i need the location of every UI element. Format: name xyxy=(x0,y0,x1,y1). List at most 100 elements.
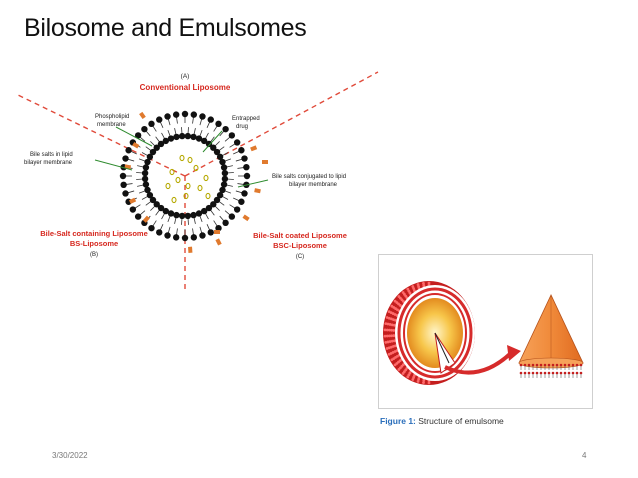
shell-dot xyxy=(388,340,392,343)
cone-lipid-head xyxy=(571,371,575,375)
lipid-head xyxy=(164,113,171,120)
lipid-head xyxy=(146,191,154,199)
drug-molecule xyxy=(193,164,199,172)
bile-conjugated-label-line1: Bile salts conjugated to lipid xyxy=(272,174,346,180)
bile-salt xyxy=(250,145,258,152)
drug-molecule xyxy=(185,182,191,190)
shell-dot xyxy=(417,285,421,289)
entrapped-drug-molecules xyxy=(165,154,211,204)
bsc-liposome-heading-line1: Bile-Salt coated Liposome xyxy=(253,231,347,240)
shell-dot xyxy=(422,381,425,385)
shell-dot xyxy=(383,334,387,338)
lipid-head xyxy=(215,120,222,128)
lipid-head xyxy=(141,125,148,133)
cone-lipid-head xyxy=(575,363,579,367)
bile-salt xyxy=(215,238,222,246)
lipid-head xyxy=(184,132,192,140)
lipid-head xyxy=(205,204,213,212)
emulsome-figure-frame xyxy=(378,254,593,409)
lipid-head xyxy=(157,140,165,148)
lipid-head xyxy=(167,210,175,217)
lipid-head xyxy=(228,132,236,139)
shell-dot xyxy=(390,339,394,343)
lipid-head xyxy=(233,206,241,213)
shell-dot xyxy=(384,340,388,344)
shell-dot xyxy=(385,328,389,332)
lipid-head xyxy=(157,204,165,212)
slide-title: Bilosome and Emulsomes xyxy=(24,14,307,42)
lipid-head xyxy=(215,224,222,232)
drug-molecule xyxy=(187,156,193,164)
bile-salt xyxy=(128,197,137,204)
cone-lipid-head xyxy=(567,363,571,367)
shell-dot xyxy=(393,323,396,327)
lipid-head xyxy=(172,111,180,118)
lipid-head xyxy=(149,196,157,204)
shell-dot xyxy=(390,328,394,332)
cone-lipid-head xyxy=(535,371,539,375)
lipid-head xyxy=(213,196,221,204)
bs-liposome-heading-line2: BS-Liposome xyxy=(70,239,118,248)
lipid-head xyxy=(233,139,241,146)
cone-lipid-head xyxy=(547,363,551,367)
cone-lipid-head xyxy=(579,371,583,375)
lipid-head xyxy=(200,207,208,215)
drug-molecule xyxy=(171,196,177,204)
bile-salt xyxy=(214,230,220,234)
lipid-head xyxy=(142,181,150,188)
emulsome-illustration xyxy=(383,281,584,385)
lipid-head xyxy=(148,120,155,128)
lipid-head xyxy=(156,229,163,236)
slide-date: 3/30/2022 xyxy=(52,451,88,460)
cone-lipid-head xyxy=(523,363,527,367)
lipid-head xyxy=(221,169,229,177)
shell-dot xyxy=(386,322,390,326)
bile-salt xyxy=(188,246,193,253)
lipid-head xyxy=(181,110,189,118)
lipid-head xyxy=(173,211,180,219)
bile-salt xyxy=(142,215,150,223)
bile-conjugated-label-line2: bilayer membrane xyxy=(289,182,338,188)
lipid-head xyxy=(190,234,198,241)
cone-lipid-head xyxy=(539,363,543,367)
bile-in-lipid-label-line2: bilayer membrane xyxy=(24,160,73,166)
lipid-head xyxy=(144,186,151,194)
lipid-head xyxy=(149,148,157,156)
shell-dot xyxy=(416,380,420,383)
cone-lipid-head xyxy=(559,363,563,367)
cone-lipid-head xyxy=(531,363,535,367)
cone-lipid-head xyxy=(519,363,523,367)
lipid-head xyxy=(213,148,221,156)
shell-dot xyxy=(390,334,394,338)
cone-lipid-head xyxy=(527,371,531,375)
shell-dot xyxy=(394,344,397,348)
lipid-head xyxy=(207,229,214,236)
lipid-head xyxy=(219,158,226,166)
lipid-head xyxy=(181,234,189,242)
lipid-head xyxy=(153,201,160,208)
bile-salt xyxy=(132,141,140,149)
shell-dot xyxy=(388,323,392,326)
shell-dot xyxy=(416,283,420,286)
lipid-head xyxy=(238,147,245,154)
cone-lipid-head xyxy=(551,363,555,367)
lipid-head xyxy=(238,198,245,205)
drug-molecule xyxy=(197,184,203,192)
lipid-head xyxy=(156,116,163,123)
shell-dot xyxy=(417,377,421,381)
cone-lipid-head xyxy=(571,363,575,367)
shell-dot xyxy=(392,334,396,337)
slide-page-number: 4 xyxy=(582,451,587,460)
figure-caption-text: Structure of emulsome xyxy=(415,416,504,426)
bs-liposome-heading-line1: Bile-Salt containing Liposome xyxy=(40,229,148,238)
bsc-liposome-heading-line2: BSC-Liposome xyxy=(273,241,327,250)
entrapped-label-line1: Entrapped xyxy=(232,116,260,122)
lipid-head xyxy=(222,125,229,133)
lipid-head xyxy=(144,158,151,166)
phospholipid-label-line2: membrane xyxy=(97,122,126,128)
lipid-head xyxy=(119,172,127,180)
shell-dot xyxy=(427,281,431,285)
lipid-head xyxy=(200,137,208,145)
lipid-head xyxy=(190,111,198,118)
lipid-head xyxy=(221,175,229,183)
